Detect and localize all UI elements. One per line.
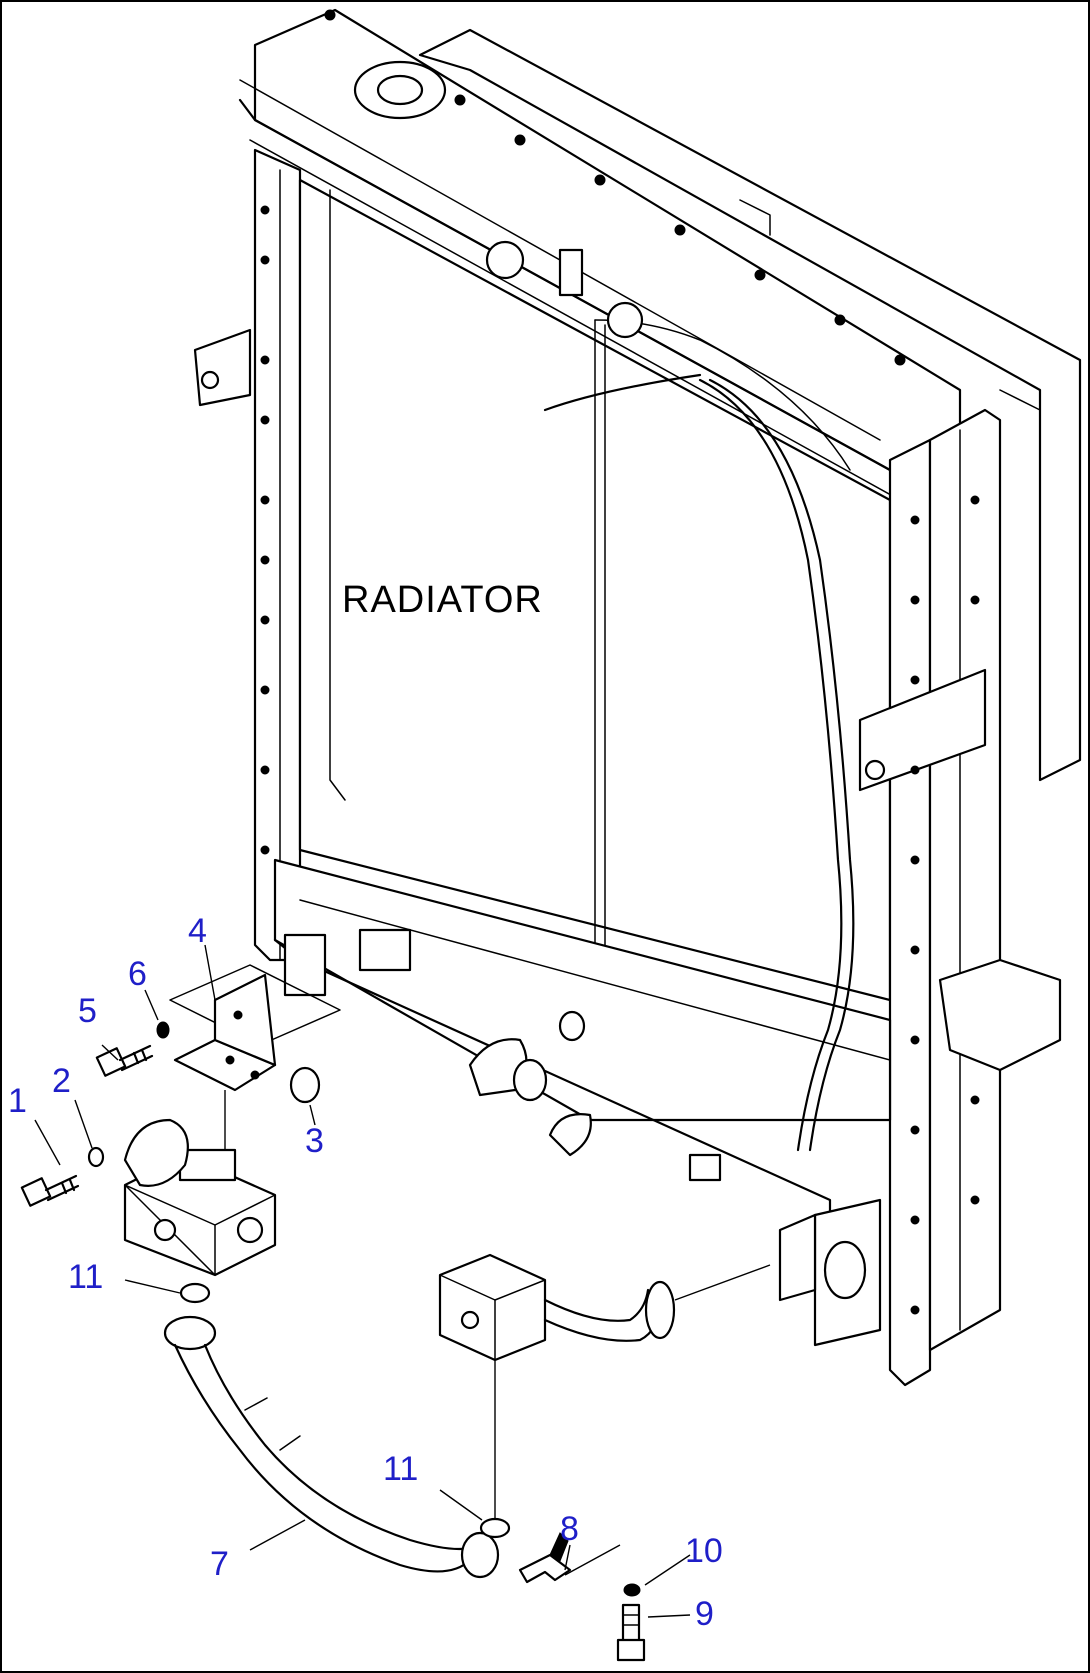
- callout-7: 7: [210, 1545, 229, 1583]
- radiator-left-column: [253, 148, 302, 962]
- washer-2: [87, 1146, 105, 1168]
- radiator-shroud: [418, 28, 1082, 782]
- exploded-parts: [20, 964, 771, 1662]
- left-mount-tab: [193, 328, 252, 407]
- radiator-right-frame: [928, 408, 1002, 1352]
- clamp-8: [518, 1532, 621, 1584]
- washer-6: [156, 1021, 170, 1039]
- radiator-label: RADIATOR: [342, 579, 543, 621]
- outlet-valve: [438, 1253, 771, 1520]
- hose-7: [163, 1315, 500, 1579]
- breather-tube: [543, 373, 702, 412]
- callout-6: 6: [128, 955, 147, 993]
- callout-3: 3: [305, 1122, 324, 1160]
- callout-8: 8: [560, 1510, 579, 1548]
- mounting-bracket: [173, 973, 277, 1175]
- washer-10: [623, 1583, 641, 1597]
- o-ring: [289, 1066, 321, 1104]
- o-ring-11-lower: [479, 1517, 511, 1539]
- right-foot-bracket: [938, 958, 1062, 1072]
- callout-1: 1: [8, 1082, 27, 1120]
- radiator-assembly: [193, 8, 1082, 1387]
- radiator-right-column: [888, 438, 932, 1387]
- callout-9: 9: [695, 1595, 714, 1633]
- callout-11-lower: 11: [383, 1450, 418, 1488]
- valve-block: [123, 1118, 277, 1277]
- o-ring-11-upper: [179, 1282, 211, 1304]
- callout-2: 2: [52, 1062, 71, 1100]
- callout-11-upper: 11: [68, 1258, 103, 1296]
- frame-bolts: [260, 9, 980, 1315]
- callout-5: 5: [78, 992, 97, 1030]
- callout-labels: 1 2 3 4 5 6 7 8 9 10 11 11: [8, 912, 723, 1633]
- callout-10: 10: [685, 1532, 723, 1570]
- bolt-5: [95, 1044, 154, 1077]
- leader-lines: [34, 944, 691, 1618]
- right-mount-tab: [858, 668, 987, 792]
- callout-4: 4: [188, 912, 207, 950]
- bolt-1: [20, 1174, 80, 1207]
- bolt-9: [616, 1603, 646, 1662]
- radiator-bottom-tank: [273, 858, 892, 1122]
